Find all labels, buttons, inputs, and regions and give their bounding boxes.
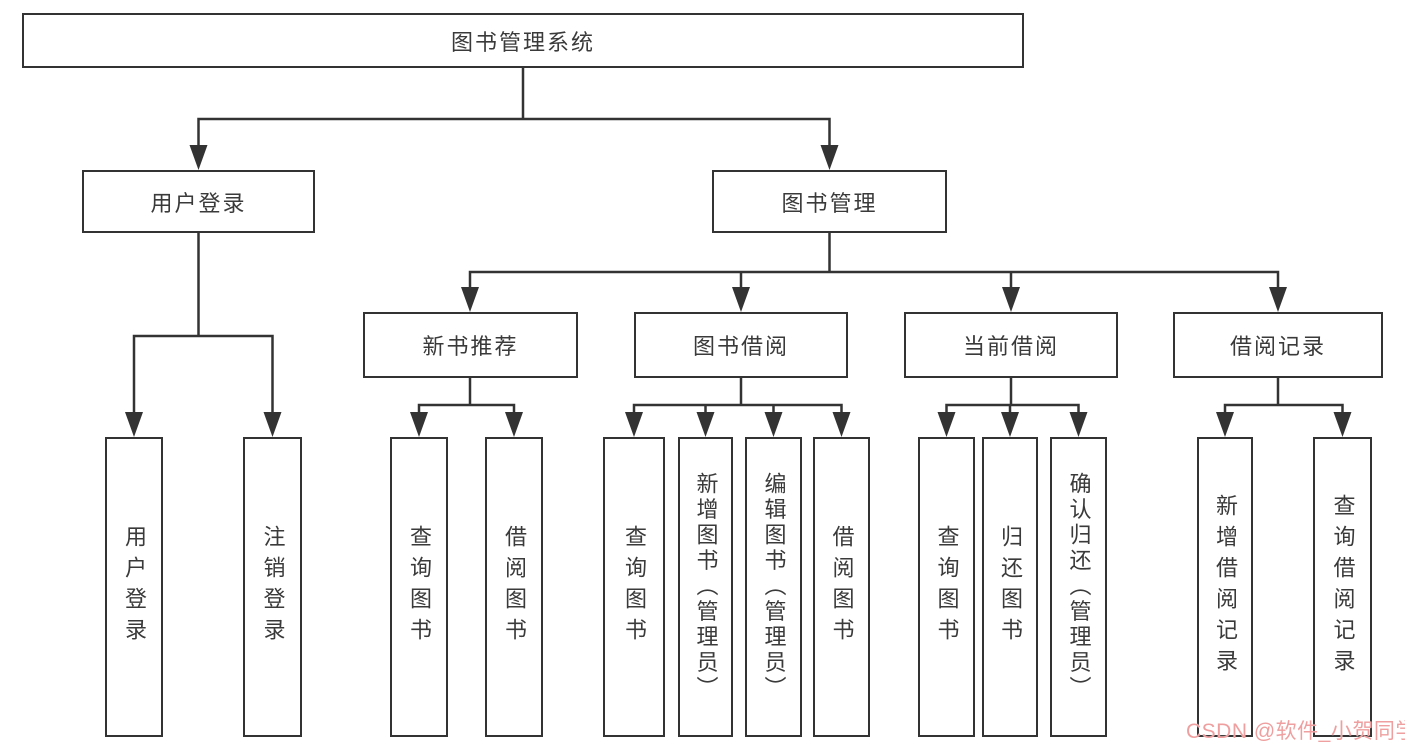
node-borrow-records: 借阅记录 [1173, 312, 1383, 378]
arrowhead [263, 412, 282, 437]
arrowhead [461, 287, 479, 312]
leaf-return-books-label: 归还图书 [998, 525, 1023, 649]
arrowhead [625, 412, 643, 437]
arrowhead [1002, 287, 1020, 312]
leaf-query-borrow-record: 查询借阅记录 [1313, 437, 1372, 737]
node-borrow-records-label: 借阅记录 [1229, 334, 1326, 359]
arrowhead [1001, 412, 1019, 437]
arrowhead [820, 145, 839, 170]
node-user-login: 用户登录 [82, 170, 315, 233]
arrowhead [764, 412, 783, 437]
node-current-borrow-label: 当前借阅 [962, 334, 1059, 359]
leaf-borrow-books-recommend: 借阅图书 [485, 437, 543, 737]
leaf-borrow-books: 借阅图书 [813, 437, 870, 737]
leaf-confirm-return-admin-label: 确认归还（管理员） [1066, 472, 1092, 702]
leaf-query-borrow-record-label: 查询借阅记录 [1330, 494, 1356, 680]
leaf-query-books-recommend-label: 查询图书 [407, 525, 432, 649]
edge-book-management-to-level3 [461, 231, 1287, 312]
arrowhead [1333, 412, 1352, 437]
arrowhead [189, 145, 208, 170]
node-new-book-recommend-label: 新书推荐 [422, 334, 519, 359]
leaf-add-books-admin-label: 新增图书（管理员） [693, 472, 719, 702]
leaf-add-borrow-record: 新增借阅记录 [1197, 437, 1253, 737]
arrowhead [1269, 287, 1287, 312]
leaf-query-books-recommend: 查询图书 [390, 437, 448, 737]
node-user-login-label: 用户登录 [150, 190, 247, 216]
arrowhead [1216, 412, 1234, 437]
arrowhead [1069, 412, 1088, 437]
edge-new-book-recommend-to-leaves [410, 376, 523, 437]
leaf-query-books-borrow: 查询图书 [603, 437, 665, 737]
node-book-management: 图书管理 [712, 170, 947, 233]
node-root-label: 图书管理系统 [450, 29, 595, 55]
leaf-edit-books-admin: 编辑图书（管理员） [745, 437, 802, 737]
leaf-logout-label: 注销登录 [260, 525, 286, 649]
leaf-query-books-current-label: 查询图书 [934, 525, 960, 649]
arrowhead [937, 412, 956, 437]
arrowhead [125, 412, 143, 437]
leaf-add-books-admin: 新增图书（管理员） [678, 437, 733, 737]
arrowhead [505, 412, 523, 437]
node-root-library-system: 图书管理系统 [22, 13, 1024, 68]
arrowhead [410, 412, 428, 437]
leaf-return-books: 归还图书 [982, 437, 1038, 737]
edge-current-borrow-to-leaves [937, 376, 1088, 437]
node-book-borrow: 图书借阅 [634, 312, 848, 378]
arrowhead [696, 412, 715, 437]
node-current-borrow: 当前借阅 [904, 312, 1118, 378]
edge-book-borrow-to-leaves [625, 376, 851, 437]
leaf-borrow-books-recommend-label: 借阅图书 [502, 525, 527, 649]
leaf-edit-books-admin-label: 编辑图书（管理员） [761, 472, 787, 702]
arrowhead [732, 287, 750, 312]
leaf-confirm-return-admin: 确认归还（管理员） [1050, 437, 1107, 737]
node-new-book-recommend: 新书推荐 [363, 312, 578, 378]
leaf-add-borrow-record-label: 新增借阅记录 [1213, 494, 1238, 680]
leaf-user-login: 用户登录 [105, 437, 163, 737]
leaf-user-login-label: 用户登录 [122, 525, 147, 649]
leaf-query-books-borrow-label: 查询图书 [622, 525, 647, 649]
leaf-logout: 注销登录 [243, 437, 302, 737]
edge-root-to-level2 [189, 67, 839, 170]
edge-borrow-records-to-leaves [1216, 376, 1352, 437]
edge-user-login-to-leaves [125, 231, 282, 437]
node-book-management-label: 图书管理 [781, 190, 878, 216]
arrowhead [832, 412, 851, 437]
leaf-borrow-books-label: 借阅图书 [829, 525, 855, 649]
node-book-borrow-label: 图书借阅 [692, 334, 789, 359]
csdn-watermark: CSDN @软件_小贺同学 [1186, 720, 1405, 743]
leaf-query-books-current: 查询图书 [918, 437, 975, 737]
